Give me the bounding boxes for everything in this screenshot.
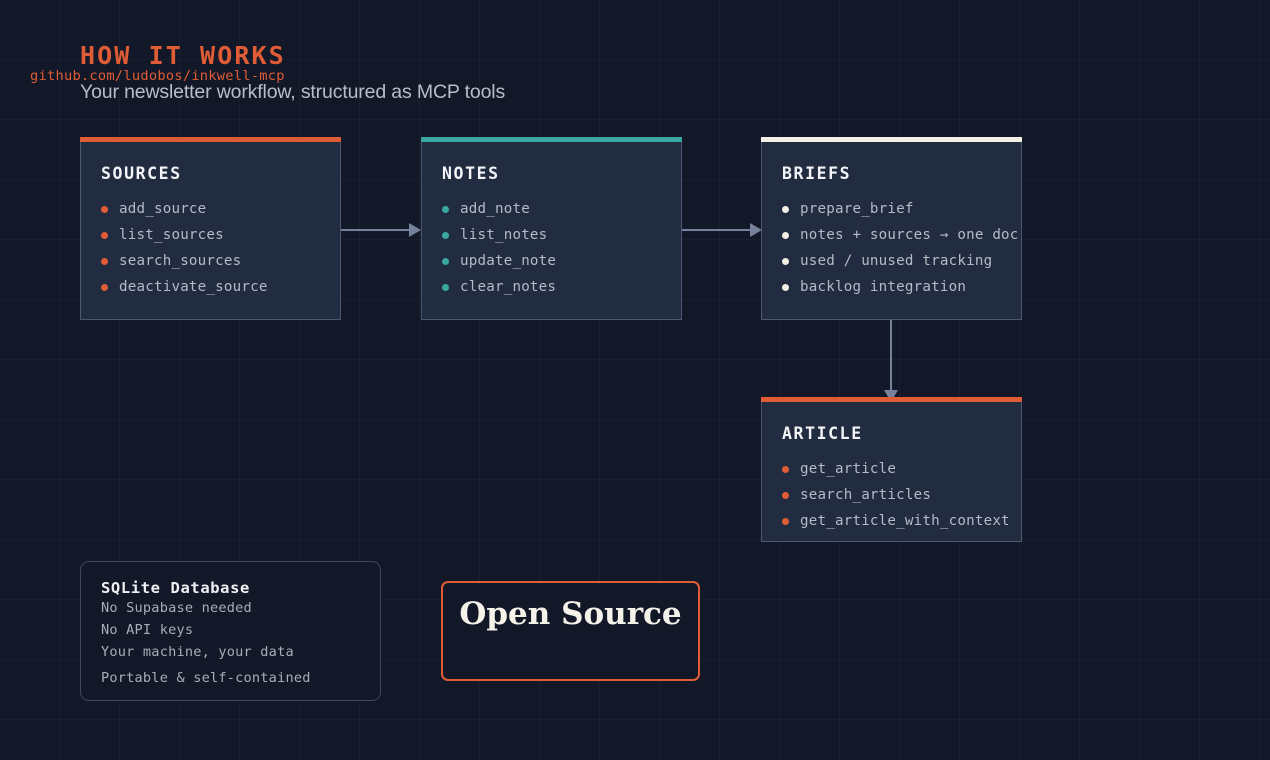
page-header: HOW IT WORKS Your newsletter workflow, s… <box>80 42 505 104</box>
sqlite-database-card[interactable]: SQLite Database No Supabase needed No AP… <box>80 561 381 701</box>
page-title: HOW IT WORKS <box>80 41 286 70</box>
bullet-dot-icon <box>782 257 789 265</box>
card-accent-bar-article <box>761 397 1022 402</box>
card-accent-bar-sources <box>80 137 341 142</box>
bullet-dot-icon <box>101 283 108 291</box>
list-item[interactable]: deactivate_source <box>101 274 340 300</box>
arrow-notes-to-briefs <box>682 216 762 244</box>
bullet-dot-icon <box>782 517 789 525</box>
bullet-dot-icon <box>442 257 449 265</box>
arrow-line <box>682 229 754 231</box>
open-source-repo-link[interactable]: github.com/ludobos/inkwell-mcp <box>30 68 285 84</box>
card-item-list-briefs: prepare_brief notes + sources → one doc … <box>762 183 1021 300</box>
list-item-label: add_source <box>119 201 207 217</box>
sqlite-feature-line: No API keys <box>101 622 194 638</box>
list-item[interactable]: add_source <box>101 196 340 222</box>
list-item[interactable]: list_notes <box>442 222 681 248</box>
arrow-head-icon <box>409 223 421 237</box>
list-item-label: backlog integration <box>800 279 967 295</box>
card-item-list-notes: add_note list_notes update_note clear_no… <box>422 183 681 300</box>
flow-card-briefs[interactable]: BRIEFS prepare_brief notes + sources → o… <box>761 137 1022 320</box>
list-item[interactable]: prepare_brief <box>782 196 1021 222</box>
bullet-dot-icon <box>782 231 789 239</box>
bullet-dot-icon <box>782 465 789 473</box>
list-item-label: get_article <box>800 461 897 477</box>
list-item[interactable]: used / unused tracking <box>782 248 1021 274</box>
list-item[interactable]: list_sources <box>101 222 340 248</box>
bullet-dot-icon <box>101 231 108 239</box>
flow-card-article[interactable]: ARTICLE get_article search_articles get_… <box>761 397 1022 542</box>
list-item-label: used / unused tracking <box>800 253 993 269</box>
list-item-label: search_sources <box>119 253 242 269</box>
card-title-sources: SOURCES <box>101 164 182 183</box>
page-subtitle: Your newsletter workflow, structured as … <box>80 80 506 103</box>
bullet-dot-icon <box>782 205 789 213</box>
bullet-dot-icon <box>442 205 449 213</box>
list-item-label: deactivate_source <box>119 279 268 295</box>
card-title-notes: NOTES <box>442 164 500 183</box>
list-item[interactable]: search_sources <box>101 248 340 274</box>
arrow-head-icon <box>750 223 762 237</box>
bullet-dot-icon <box>101 257 108 265</box>
list-item-label: search_articles <box>800 487 932 503</box>
list-item-label: prepare_brief <box>800 201 914 217</box>
list-item[interactable]: get_article <box>782 456 1021 482</box>
arrow-briefs-to-article <box>877 320 905 402</box>
bullet-dot-icon <box>442 231 449 239</box>
list-item[interactable]: notes + sources → one doc <box>782 222 1021 248</box>
list-item[interactable]: add_note <box>442 196 681 222</box>
list-item[interactable]: update_note <box>442 248 681 274</box>
arrow-line <box>890 320 892 394</box>
list-item[interactable]: clear_notes <box>442 274 681 300</box>
card-item-list-sources: add_source list_sources search_sources d… <box>81 183 340 300</box>
list-item-label: update_note <box>460 253 557 269</box>
arrow-line <box>341 229 413 231</box>
flow-card-notes[interactable]: NOTES add_note list_notes update_note cl… <box>421 137 682 320</box>
sqlite-feature-line: Your machine, your data <box>101 644 294 660</box>
list-item[interactable]: search_articles <box>782 482 1021 508</box>
card-title-briefs: BRIEFS <box>782 164 852 183</box>
open-source-title: Open Source <box>459 596 682 632</box>
list-item[interactable]: backlog integration <box>782 274 1021 300</box>
arrow-sources-to-notes <box>341 216 421 244</box>
bullet-dot-icon <box>101 205 108 213</box>
sqlite-feature-line: Portable & self-contained <box>101 670 311 686</box>
card-accent-bar-briefs <box>761 137 1022 142</box>
card-accent-bar-notes <box>421 137 682 142</box>
list-item-label: get_article_with_context <box>800 513 1010 529</box>
sqlite-card-title: SQLite Database <box>101 579 250 597</box>
list-item[interactable]: get_article_with_context <box>782 508 1021 534</box>
bullet-dot-icon <box>442 283 449 291</box>
list-item-label: notes + sources → one doc <box>800 227 1019 243</box>
list-item-label: add_note <box>460 201 530 217</box>
sqlite-feature-line: No Supabase needed <box>101 600 252 616</box>
list-item-label: list_sources <box>119 227 224 243</box>
card-item-list-article: get_article search_articles get_article_… <box>762 443 1021 534</box>
card-title-article: ARTICLE <box>782 424 863 443</box>
bullet-dot-icon <box>782 283 789 291</box>
list-item-label: clear_notes <box>460 279 557 295</box>
flow-card-sources[interactable]: SOURCES add_source list_sources search_s… <box>80 137 341 320</box>
list-item-label: list_notes <box>460 227 548 243</box>
open-source-card[interactable]: Open Source <box>441 581 700 681</box>
bullet-dot-icon <box>782 491 789 499</box>
